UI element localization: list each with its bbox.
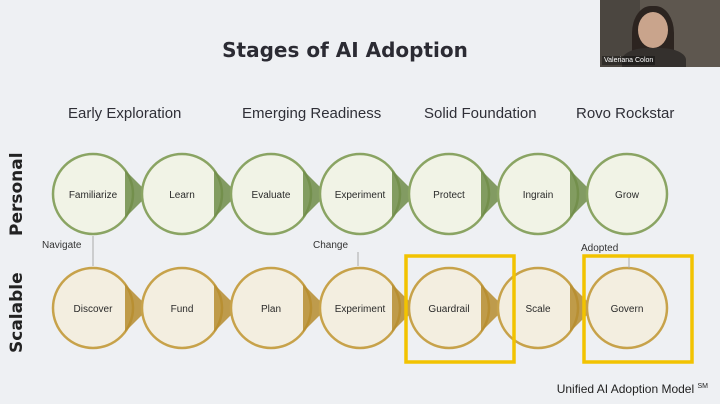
personal-label: Learn <box>169 190 195 201</box>
personal-item-learn: Learn <box>140 152 238 236</box>
personal-chevron-arrow <box>214 170 238 218</box>
participant-body <box>622 48 686 67</box>
personal-label: Evaluate <box>252 190 291 201</box>
stage-solid-foundation: Solid Foundation <box>424 105 537 122</box>
scalable-label: Guardrail <box>428 304 469 315</box>
footer-model-name: Unified AI Adoption Model SM <box>557 382 708 396</box>
stage-emerging-readiness: Emerging Readiness <box>242 105 382 122</box>
scalable-chevron-arrow <box>125 284 149 332</box>
scalable-label: Experiment <box>335 304 386 315</box>
highlight-boxes <box>404 254 694 364</box>
scalable-label: Plan <box>261 304 281 315</box>
scalable-chevron-arrow <box>303 284 327 332</box>
connector-lines <box>92 236 630 268</box>
connector-label-adopted: Adopted <box>581 243 619 254</box>
personal-circle <box>585 152 669 236</box>
scalable-chevron-arrow <box>392 284 416 332</box>
footer-text: Unified AI Adoption Model <box>556 382 695 396</box>
scalable-item-govern: Govern <box>585 266 669 350</box>
participant-face <box>638 12 668 48</box>
scalable-chevron-arrow <box>481 284 505 332</box>
highlight-box-guardrail <box>404 254 516 364</box>
personal-item-evaluate: Evaluate <box>229 152 327 236</box>
scalable-label: Fund <box>171 304 194 315</box>
personal-row: Familiarize Learn Evaluate Experiment Protec… <box>51 152 669 236</box>
personal-chevron-arrow <box>570 170 594 218</box>
scalable-item-discover: Discover <box>51 266 149 350</box>
scalable-item-scale: Scale <box>496 266 594 350</box>
scalable-row: Discover Fund Plan Experiment Guardrail Scale… <box>51 266 669 350</box>
personal-label: Ingrain <box>523 190 554 201</box>
personal-label: Grow <box>615 190 640 201</box>
scalable-item-fund: Fund <box>140 266 238 350</box>
scalable-chevron-arrow <box>570 284 594 332</box>
personal-chevron-arrow <box>392 170 416 218</box>
connector-label-change: Change <box>313 240 349 251</box>
service-mark: SM <box>697 383 709 390</box>
personal-item-ingrain: Ingrain <box>496 152 594 236</box>
scalable-item-experiment: Experiment <box>318 266 416 350</box>
personal-chevron-arrow <box>481 170 505 218</box>
scalable-label: Scale <box>525 304 550 315</box>
participant-video-tile[interactable]: Valeriana Colon <box>600 0 720 67</box>
personal-label: Experiment <box>335 190 386 201</box>
highlight-box-govern <box>582 254 694 364</box>
connector-label-navigate: Navigate <box>42 240 82 251</box>
scalable-chevron-arrow <box>214 284 238 332</box>
scalable-label: Govern <box>611 304 644 315</box>
stage-rovo-rockstar: Rovo Rockstar <box>576 105 675 122</box>
participant-name: Valeriana Colon <box>602 56 656 65</box>
personal-item-protect: Protect <box>407 152 505 236</box>
stage-early-exploration: Early Exploration <box>68 105 182 122</box>
personal-label: Protect <box>433 190 465 201</box>
personal-chevron-arrow <box>303 170 327 218</box>
slide-title: Stages of AI Adoption <box>222 38 468 62</box>
personal-chevron-arrow <box>125 170 149 218</box>
scalable-item-guardrail: Guardrail <box>407 266 505 350</box>
personal-label: Familiarize <box>69 190 118 201</box>
scalable-item-plan: Plan <box>229 266 327 350</box>
personal-item-grow: Grow <box>585 152 669 236</box>
scalable-circle <box>585 266 669 350</box>
scalable-label: Discover <box>74 304 114 315</box>
personal-item-experiment: Experiment <box>318 152 416 236</box>
personal-item-familiarize: Familiarize <box>51 152 149 236</box>
